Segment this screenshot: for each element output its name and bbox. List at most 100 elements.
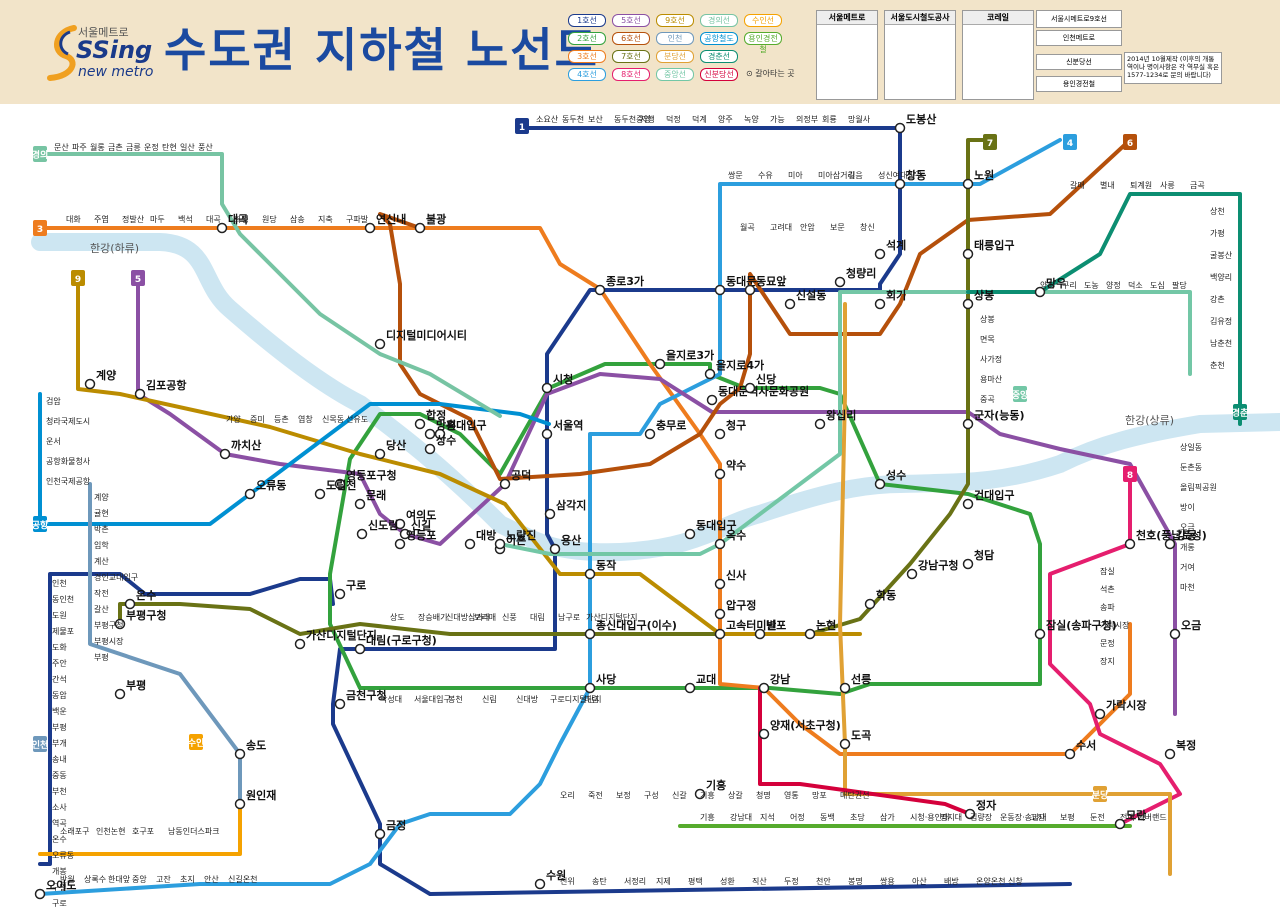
- transfer-station[interactable]: 용산: [549, 533, 582, 555]
- yongin-station[interactable]: 지석: [760, 812, 775, 822]
- line1-station[interactable]: 보산: [588, 114, 603, 124]
- line4-station[interactable]: 미아: [788, 170, 803, 180]
- bundang-station[interactable]: 구성: [644, 791, 659, 800]
- transfer-station[interactable]: 신당: [744, 372, 777, 394]
- line1-station[interactable]: 덕정: [666, 114, 681, 124]
- line3-station[interactable]: 대화: [66, 215, 81, 224]
- transfer-station[interactable]: 금정: [374, 818, 407, 840]
- line1-south-station[interactable]: 봉명: [848, 876, 863, 886]
- incheon-station[interactable]: 박촌: [94, 524, 109, 534]
- line4-station[interactable]: 길음: [848, 171, 863, 180]
- line9-station[interactable]: 선유도: [346, 415, 368, 424]
- line5-east-station[interactable]: 방이: [1180, 502, 1195, 512]
- incheon-station[interactable]: 부평: [94, 652, 109, 662]
- line1-south-station[interactable]: 직산: [752, 876, 767, 886]
- yongin-station[interactable]: 운동장·송담대: [1000, 812, 1047, 822]
- line3-station[interactable]: 구파발: [346, 214, 369, 224]
- transfer-station[interactable]: 정자: [964, 798, 998, 820]
- line8-station[interactable]: 송파: [1100, 603, 1115, 612]
- line1-west-station[interactable]: 동암: [52, 690, 67, 700]
- transfer-station[interactable]: 반포: [754, 618, 787, 640]
- line1-west-station[interactable]: 도원: [52, 611, 67, 620]
- transfer-station[interactable]: 기흥: [694, 778, 727, 800]
- transfer-station[interactable]: 여의도: [394, 508, 437, 530]
- line1-west-station[interactable]: 오류동: [52, 851, 74, 860]
- line4-south-station[interactable]: 중앙: [132, 874, 147, 884]
- transfer-station[interactable]: 삼각지: [544, 498, 587, 520]
- line1-station[interactable]: 동두천: [562, 114, 584, 124]
- line3-station[interactable]: 삼송: [290, 214, 305, 224]
- gyeongui-station[interactable]: 운정: [144, 142, 159, 152]
- line1-west-station[interactable]: 백운: [52, 706, 67, 716]
- jungang-station[interactable]: 도농: [1084, 281, 1099, 290]
- gyeongchun-north-station[interactable]: 굴봉산: [1210, 250, 1233, 260]
- transfer-station[interactable]: 동대문: [714, 274, 757, 296]
- line1-station[interactable]: 동두천중앙: [614, 114, 651, 124]
- incheon-station[interactable]: 계산: [94, 556, 109, 566]
- airport-station[interactable]: 청라국제도시: [46, 417, 90, 426]
- gyeongchun-north-station[interactable]: 상천: [1210, 206, 1225, 216]
- line1-west-station[interactable]: 부평: [52, 722, 67, 732]
- line5-east-station[interactable]: 올림픽공원: [1180, 482, 1217, 492]
- transfer-station[interactable]: 영등포구청: [334, 468, 397, 490]
- gyeongchun-north-station[interactable]: 남춘천: [1210, 338, 1232, 348]
- line1-south-station[interactable]: 진위: [560, 876, 575, 886]
- line7-station[interactable]: 장승배기: [418, 612, 447, 622]
- line8-station[interactable]: 장지: [1100, 656, 1115, 666]
- yongin-station[interactable]: 어정: [790, 812, 805, 822]
- line7-station[interactable]: 남구로: [558, 613, 580, 622]
- line1-west-station[interactable]: 부개: [52, 738, 67, 748]
- transfer-station[interactable]: 신도림: [356, 518, 399, 540]
- transfer-station[interactable]: 논현: [804, 618, 837, 640]
- transfer-station[interactable]: 약수: [714, 458, 747, 480]
- line1-west-station[interactable]: 구일: [52, 883, 67, 892]
- line3-station[interactable]: 화정: [234, 214, 249, 224]
- yongin-station[interactable]: 둔전: [1090, 812, 1105, 822]
- airport-station[interactable]: 운서: [46, 437, 61, 446]
- gyeongui-station[interactable]: 금촌: [108, 143, 123, 152]
- line1-west-station[interactable]: 개봉: [52, 866, 67, 876]
- incheon-station[interactable]: 임학: [94, 540, 109, 550]
- transfer-station[interactable]: 태릉입구: [962, 238, 1015, 260]
- line1-west-station[interactable]: 간석: [52, 674, 67, 684]
- transfer-station[interactable]: 가락시장: [1094, 698, 1147, 720]
- line2-south-station[interactable]: 신대방: [516, 694, 539, 704]
- line6-station[interactable]: 창신: [860, 223, 875, 232]
- bundang-station[interactable]: 망포: [812, 790, 827, 800]
- transfer-station[interactable]: 왕십리: [814, 408, 857, 430]
- transfer-station[interactable]: 강남: [758, 672, 791, 694]
- transfer-station[interactable]: 도림천: [314, 478, 357, 500]
- bundang-station[interactable]: 오리: [560, 791, 575, 800]
- transfer-station[interactable]: 시청: [541, 372, 574, 394]
- transfer-station[interactable]: 강남구청: [906, 558, 959, 580]
- line2-south-station[interactable]: 구로디지털단지: [550, 694, 602, 704]
- incheon-station[interactable]: 계양: [94, 492, 109, 502]
- line1-west-station[interactable]: 소사: [52, 803, 67, 812]
- transfer-station[interactable]: 동대문역사문화공원: [706, 384, 810, 406]
- line4-south-station[interactable]: 반월: [60, 874, 75, 884]
- line7-mid-station[interactable]: 중곡: [980, 395, 995, 404]
- jungang-station[interactable]: 도심: [1150, 280, 1165, 290]
- transfer-station[interactable]: 신사: [714, 568, 748, 590]
- line1-station[interactable]: 가능: [770, 115, 785, 124]
- transfer-station[interactable]: 회기: [874, 288, 907, 310]
- line2-south-station[interactable]: 대림: [584, 694, 599, 704]
- line2-south-station[interactable]: 서울대입구: [414, 695, 451, 704]
- line1-station[interactable]: 녹양: [744, 115, 759, 124]
- line9-station[interactable]: 등촌: [274, 415, 289, 424]
- line3-station[interactable]: 정발산: [122, 214, 145, 224]
- jungang-station[interactable]: 양정: [1106, 280, 1121, 290]
- line7-station[interactable]: 가산디지털단지: [586, 612, 638, 622]
- line1-south-station[interactable]: 신창: [1008, 877, 1023, 886]
- line1-south-station[interactable]: 성환: [720, 876, 735, 886]
- transfer-station[interactable]: 당산: [374, 438, 407, 460]
- yongin-station[interactable]: 보평: [1060, 812, 1075, 822]
- transfer-station[interactable]: 동대입구: [684, 518, 737, 540]
- incheon-station[interactable]: 부평시장: [94, 636, 124, 646]
- transfer-station[interactable]: 군자(능동): [962, 408, 1025, 430]
- incheon-station[interactable]: 경인교대입구: [94, 572, 138, 582]
- line1-west-station[interactable]: 송내: [52, 755, 67, 764]
- transfer-station[interactable]: 강동: [1164, 528, 1197, 550]
- incheon-station[interactable]: 귤현: [94, 509, 109, 518]
- transfer-station[interactable]: 부평구청: [114, 608, 167, 630]
